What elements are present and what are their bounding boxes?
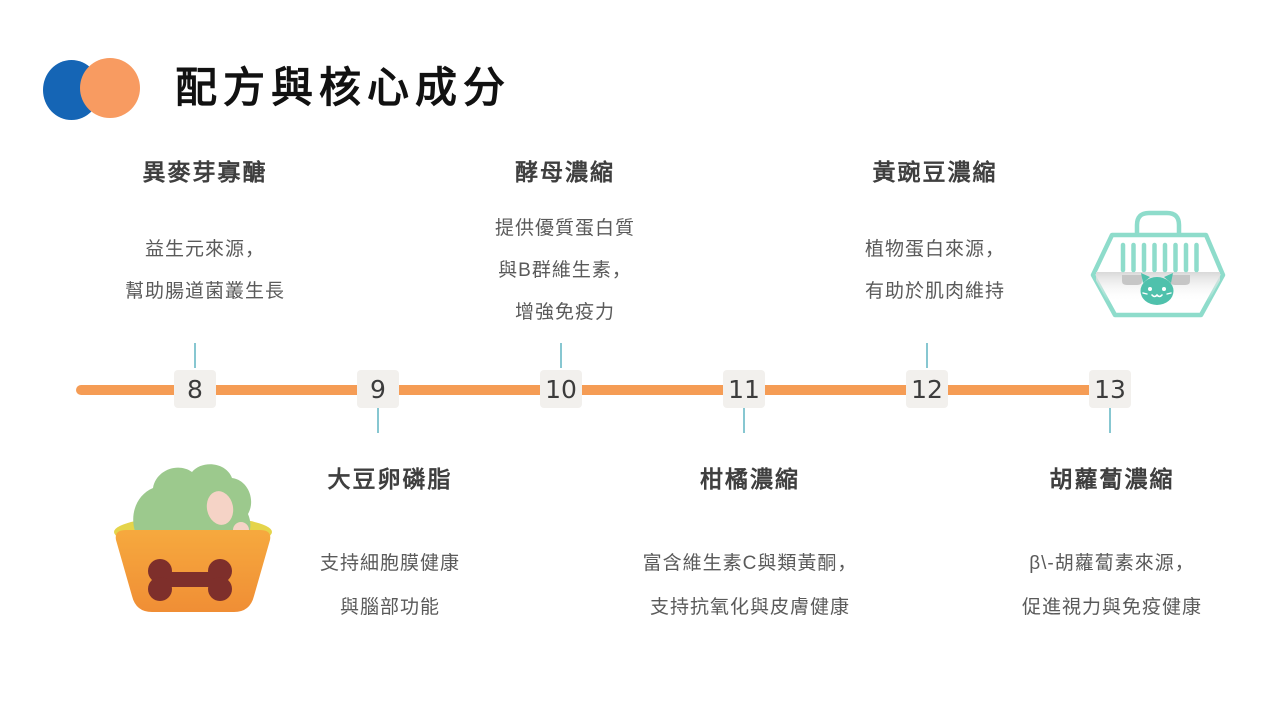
connector-line-8 (194, 343, 196, 368)
timeline-item-11: 柑橘濃縮 富含維生素C與類黃酮， 支持抗氧化與皮膚健康 (600, 460, 900, 650)
timeline-badge-12: 12 (906, 370, 948, 408)
timeline-item-9: 大豆卵磷脂 支持細胞膜健康 與腦部功能 (240, 460, 540, 650)
timeline-badge-13: 13 (1089, 370, 1131, 408)
timeline-badge-10: 10 (540, 370, 582, 408)
timeline-item-12: 黃豌豆濃縮 植物蛋白來源， 有助於肌肉維持 (785, 153, 1085, 353)
item-description: 提供優質蛋白質 與B群維生素， 增強免疫力 (415, 206, 715, 336)
connector-line-10 (560, 343, 562, 368)
description-line: 提供優質蛋白質 (494, 218, 635, 239)
timeline-item-10: 酵母濃縮 提供優質蛋白質 與B群維生素， 增強免疫力 (415, 153, 715, 353)
description-line: 支持細胞膜健康 (319, 553, 460, 574)
page-title: 配方與核心成分 (175, 64, 512, 111)
description-line: 與B群維生素， (498, 260, 632, 281)
timeline-badge-11: 11 (723, 370, 765, 408)
item-title: 柑橘濃縮 (700, 466, 800, 492)
description-line: 與腦部功能 (339, 597, 440, 618)
description-line: 有助於肌肉維持 (864, 281, 1005, 302)
timeline-badge-9: 9 (357, 370, 399, 408)
pet-food-bowl-icon (98, 450, 288, 645)
item-title: 酵母濃縮 (515, 159, 615, 185)
timeline-item-8: 異麥芽寡醣 益生元來源， 幫助腸道菌叢生長 (55, 153, 355, 353)
logo-circle-orange (80, 58, 140, 118)
item-description: 支持細胞膜健康 與腦部功能 (240, 530, 540, 642)
description-line: 幫助腸道菌叢生長 (124, 281, 285, 302)
item-description: β\-胡蘿蔔素來源， 促進視力與免疫健康 (962, 530, 1262, 642)
description-line: 植物蛋白來源， (864, 239, 1005, 260)
item-description: 富含維生素C與類黃酮， 支持抗氧化與皮膚健康 (600, 530, 900, 642)
item-description: 植物蛋白來源， 有助於肌肉維持 (785, 206, 1085, 336)
description-line: 促進視力與免疫健康 (1021, 597, 1202, 618)
pet-carrier-icon (1086, 206, 1228, 334)
timeline-bar (76, 385, 1112, 395)
item-description: 益生元來源， 幫助腸道菌叢生長 (55, 206, 355, 336)
connector-line-9 (377, 408, 379, 433)
timeline-item-13: 胡蘿蔔濃縮 β\-胡蘿蔔素來源， 促進視力與免疫健康 (962, 460, 1262, 650)
item-title: 大豆卵磷脂 (327, 466, 453, 492)
item-title: 異麥芽寡醣 (142, 159, 268, 185)
item-title: 黃豌豆濃縮 (872, 159, 998, 185)
description-line: 支持抗氧化與皮膚健康 (649, 597, 850, 618)
description-line: 益生元來源， (144, 239, 265, 260)
connector-line-11 (743, 408, 745, 433)
description-line: 富含維生素C與類黃酮， (642, 553, 858, 574)
item-title: 胡蘿蔔濃縮 (1049, 466, 1175, 492)
description-line: 增強免疫力 (514, 302, 615, 323)
timeline-badge-8: 8 (174, 370, 216, 408)
connector-line-13 (1109, 408, 1111, 433)
connector-line-12 (926, 343, 928, 368)
description-line: β\-胡蘿蔔素來源， (1029, 553, 1195, 574)
